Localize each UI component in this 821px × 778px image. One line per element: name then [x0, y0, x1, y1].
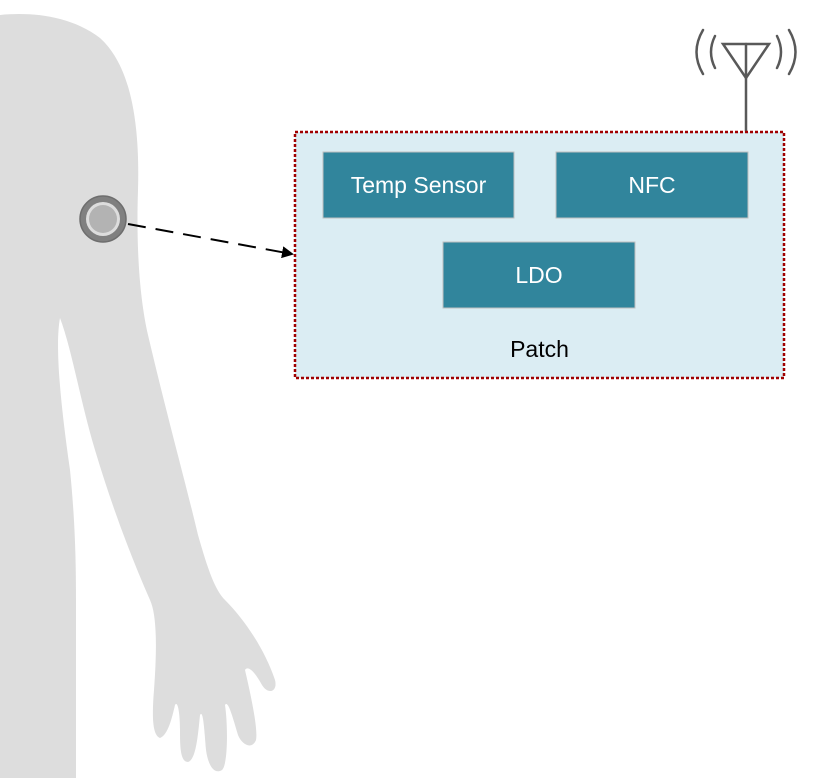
body-silhouette — [0, 14, 276, 778]
nfc-block: NFC — [555, 151, 749, 219]
ldo-block: LDO — [442, 241, 636, 309]
antenna-icon — [695, 28, 797, 133]
human-silhouette-icon — [0, 14, 276, 778]
patch-container: Temp Sensor NFC LDO Patch — [293, 130, 786, 380]
nfc-label: NFC — [628, 172, 675, 198]
sensor-dot-icon — [79, 195, 127, 243]
patch-label: Patch — [510, 336, 569, 362]
ldo-label: LDO — [515, 262, 562, 288]
dashed-connector-arrow — [127, 223, 294, 259]
temp-sensor-block: Temp Sensor — [322, 151, 515, 219]
temp-sensor-label: Temp Sensor — [351, 172, 487, 198]
